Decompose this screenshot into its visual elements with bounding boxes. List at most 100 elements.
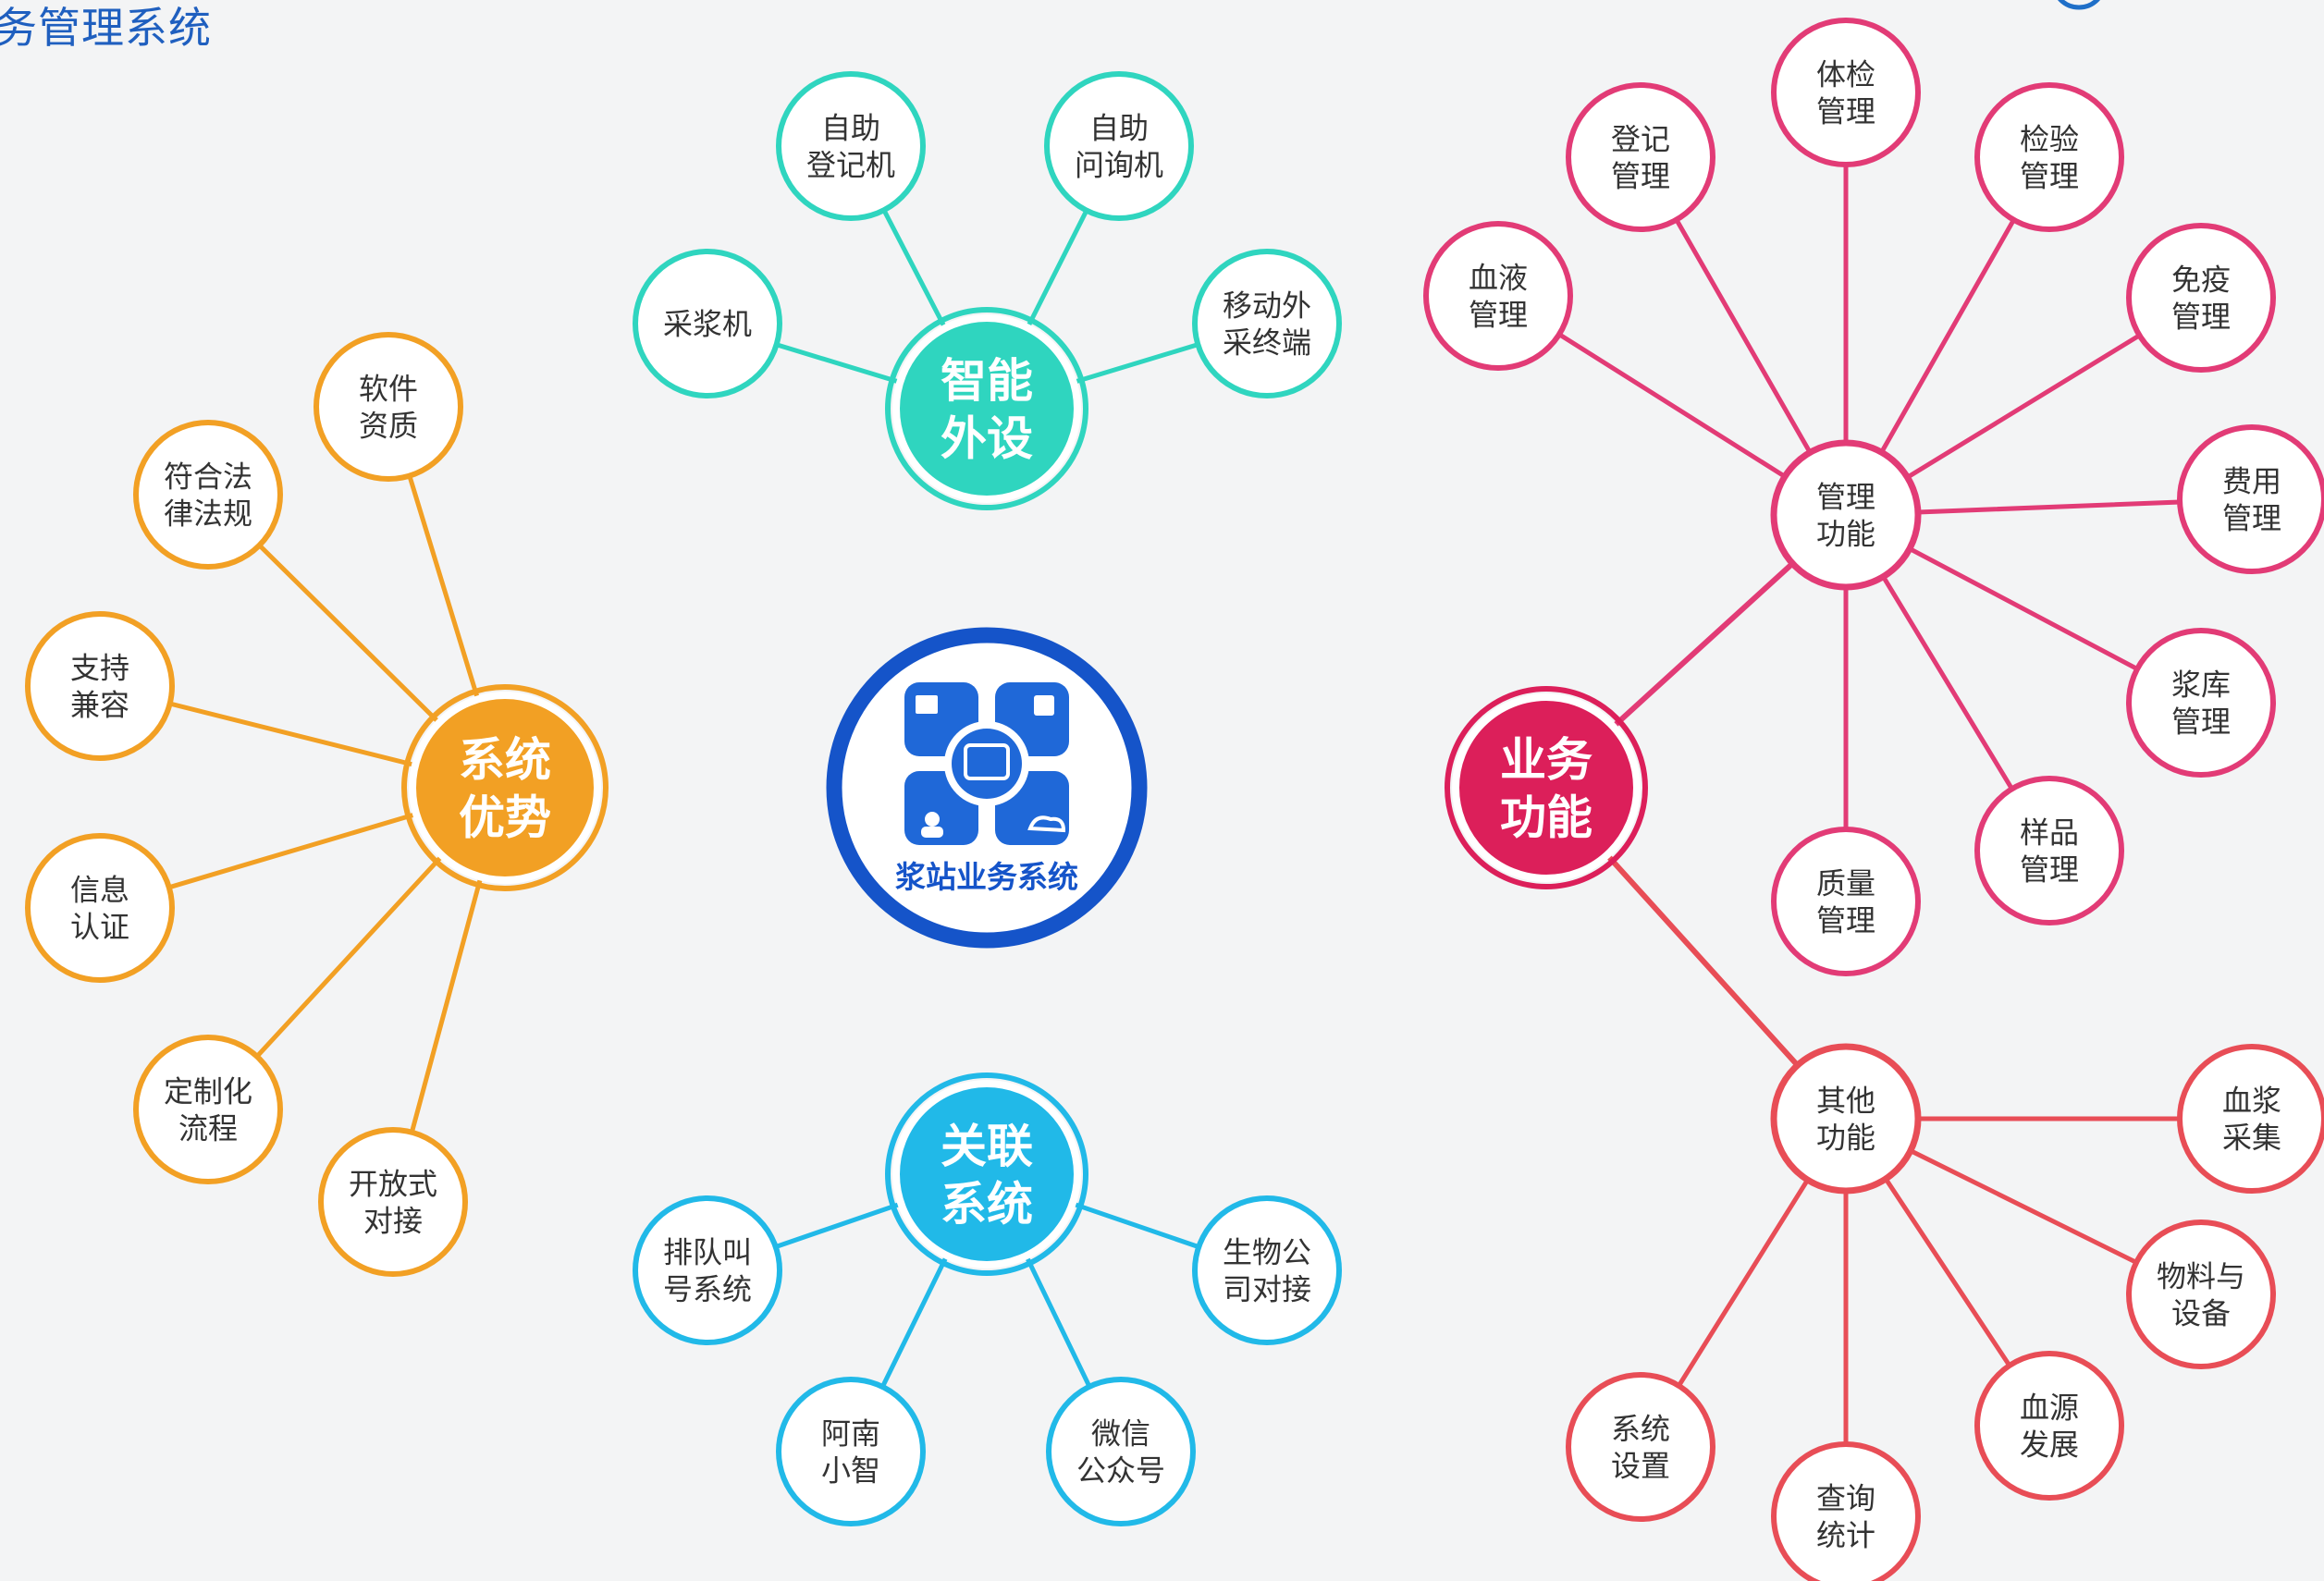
peripherals-child-node-label-line: 登记机: [806, 148, 895, 183]
advantages-child-node-circle: [133, 420, 283, 570]
center-logo-icon: [904, 682, 1069, 845]
management-child-node-label-line: 体检: [1816, 57, 1875, 92]
other-subhub-node-label-line: 其他: [1816, 1084, 1875, 1119]
other-child-node-label-line: 系统: [1611, 1412, 1670, 1447]
other-child-node-label-line: 发展: [2020, 1428, 2079, 1463]
advantages-child-node-label-line: 认证: [70, 910, 129, 945]
advantages-child-node-label-line: 流程: [178, 1111, 238, 1146]
other-child-node-label-line: 统计: [1816, 1518, 1875, 1553]
related-child-node-label-line: 小智: [821, 1453, 880, 1489]
other-child-node-label-line: 查询: [1816, 1481, 1875, 1516]
management-child-node-circle: [1974, 776, 2124, 925]
advantages-hub-node-circle: [409, 692, 601, 884]
other-child-node-circle: [1974, 1351, 2124, 1501]
other-child-node-label-line: 设置: [1611, 1449, 1670, 1484]
related-hub-node-outer-ring: [885, 1072, 1088, 1276]
management-child-node-label-line: 血液: [1469, 261, 1528, 296]
peripherals-hub-node-circle: [892, 314, 1081, 503]
peripherals-child-node-label-line: 自助: [821, 111, 880, 146]
related-child-node-circle: [776, 1377, 926, 1526]
related-child-node-label-line: 排队叫: [663, 1235, 752, 1270]
management-child-node-label-line: 管理: [2171, 705, 2231, 740]
peripherals-hub-node-label-line: 外设: [941, 411, 1033, 465]
related-child-node-label-line: 号系统: [663, 1272, 752, 1307]
peripherals-child-node-circle: [776, 71, 926, 221]
management-child-node-label-line: 样品: [2020, 815, 2079, 851]
other-child-node-label-line: 设备: [2171, 1296, 2231, 1331]
management-child-node-label-line: 浆库: [2171, 668, 2231, 703]
peripherals-child-node-circle: [1192, 249, 1342, 398]
related-child-node-label-line: 阿南: [821, 1416, 880, 1452]
management-child-node-circle: [2126, 628, 2276, 778]
advantages-child-node-circle: [133, 1035, 283, 1184]
related-hub-node-label-line: 系统: [941, 1177, 1033, 1231]
advantages-child-node-label-line: 对接: [363, 1204, 423, 1239]
management-child-node-label-line: 质量: [1816, 866, 1875, 901]
center-node: 浆站业务系统: [826, 627, 1148, 949]
advantages-child-node-label-line: 定制化: [164, 1074, 252, 1109]
page-title: 务管理系统: [0, 3, 212, 53]
other-child-node-circle: [1771, 1441, 1921, 1581]
advantages-hub-node-outer-ring: [401, 684, 609, 891]
other-subhub-node-label-line: 功能: [1816, 1121, 1875, 1156]
related-child-node-label-line: 生物公: [1223, 1235, 1311, 1270]
advantages-child-node-label-line: 资质: [359, 409, 418, 444]
peripherals-child-node-label-line: 问询机: [1075, 148, 1163, 183]
advantages-child-node-label-line: 开放式: [349, 1167, 437, 1202]
other-subhub-node-circle: [1770, 1043, 1922, 1195]
other-child-node-label-line: 血浆: [2222, 1084, 2281, 1119]
other-child-node-circle: [1566, 1372, 1715, 1522]
related-child-node-circle: [1192, 1195, 1342, 1345]
management-child-node-circle: [1423, 221, 1573, 371]
business-hub-node-circle: [1452, 693, 1641, 882]
logo-circle-icon: [2057, 0, 2101, 10]
related-child-node-label-line: 微信: [1091, 1416, 1150, 1452]
management-subhub-node-label-line: 管理: [1816, 480, 1875, 515]
peripherals-hub-node-outer-ring: [885, 307, 1088, 510]
management-child-node-circle: [1566, 82, 1715, 232]
management-child-node-circle: [2177, 424, 2324, 574]
other-child-node-label-line: 物料与: [2157, 1259, 2245, 1294]
peripherals-child-node-label-line: 移动外: [1223, 288, 1311, 324]
other-child-node-label-line: 血源: [2020, 1391, 2079, 1426]
advantages-child-node-label-line: 支持: [70, 651, 129, 686]
advantages-child-node-label-line: 兼容: [70, 688, 129, 723]
related-hub-node-label-line: 关联: [941, 1120, 1033, 1173]
other-child-node-circle: [2126, 1219, 2276, 1369]
related-child-node-label-line: 司对接: [1223, 1272, 1311, 1307]
management-subhub-node-label-line: 功能: [1816, 517, 1875, 552]
related-child-node-circle: [1046, 1377, 1196, 1526]
peripherals-child-node-label-line: 采浆机: [663, 307, 752, 342]
advantages-child-node-label-line: 信息: [70, 873, 129, 908]
advantages-child-node-label-line: 符合法: [164, 460, 252, 495]
management-child-node-label-line: 管理: [2020, 852, 2079, 888]
advantages-child-node-circle: [25, 833, 175, 983]
management-child-node-circle: [1771, 827, 1921, 976]
peripherals-hub-node-label-line: 智能: [941, 354, 1033, 408]
management-child-node-label-line: 检验: [2020, 122, 2079, 157]
peripherals-child-node-circle: [633, 249, 782, 398]
management-child-node-circle: [1771, 18, 1921, 167]
